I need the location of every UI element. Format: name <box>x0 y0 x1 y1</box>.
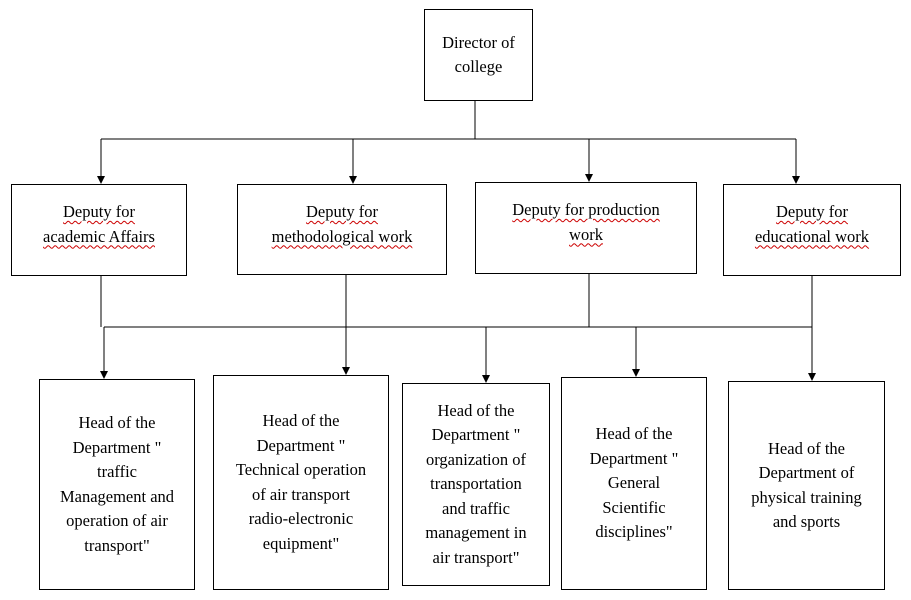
head-general-line-4: Scientific <box>602 497 666 517</box>
head-organization-line-4: transportation <box>430 474 522 494</box>
director-line-2: college <box>454 57 503 76</box>
deputy-educational-box: Deputy for educational work <box>723 184 901 276</box>
head-technical-line-3: Technical operation <box>235 460 367 479</box>
head-technical-line-6: equipment" <box>262 533 340 553</box>
deputy-methodological-line-1: Deputy for <box>306 202 378 221</box>
deputy-educational-line-1: Deputy for <box>776 202 848 221</box>
head-traffic-line-4: Management and <box>59 486 175 506</box>
head-general-line-3: General <box>607 473 661 493</box>
head-physical-line-2: Department of <box>758 463 855 482</box>
head-traffic-line-1: Head of the <box>78 413 156 432</box>
deputy-methodological-box: Deputy for methodological work <box>237 184 447 275</box>
deputy-production-line-2: work <box>569 224 603 244</box>
director-box: Director of college <box>424 9 533 101</box>
head-technical-line-5: radio-electronic <box>248 509 354 528</box>
deputy-production-box: Deputy for production work <box>475 182 697 274</box>
head-technical-line-4: of air transport <box>251 484 351 504</box>
head-technical-line-2: Department " <box>256 435 346 455</box>
head-organization-box: Head of the Department " organization of… <box>402 383 550 586</box>
head-general-line-2: Department " <box>589 448 679 468</box>
deputy-educational-line-2: educational work <box>754 226 870 246</box>
head-traffic-line-5: operation of air <box>66 511 168 530</box>
head-traffic-line-2: Department " <box>72 437 162 457</box>
director-line-1: Director of <box>442 32 515 52</box>
head-general-box: Head of the Department " General Scienti… <box>561 377 707 590</box>
head-physical-line-4: and sports <box>772 512 841 531</box>
head-physical-box: Head of the Department of physical train… <box>728 381 885 590</box>
deputy-methodological-line-2: methodological work <box>271 226 413 246</box>
head-general-line-5: disciplines" <box>595 522 673 542</box>
head-traffic-line-3: traffic <box>96 462 137 481</box>
deputy-academic-line-1: Deputy for <box>63 202 135 221</box>
head-traffic-line-6: transport" <box>84 535 150 555</box>
deputy-academic-line-2: academic Affairs <box>43 226 155 246</box>
head-technical-box: Head of the Department " Technical opera… <box>213 375 389 590</box>
head-general-line-1: Head of the <box>595 424 673 444</box>
head-organization-line-1: Head of the <box>437 400 515 420</box>
head-organization-line-5: and traffic <box>442 498 510 518</box>
head-traffic-box: Head of the Department " traffic Managem… <box>39 379 195 590</box>
head-organization-line-3: organization of <box>425 449 527 469</box>
deputy-production-line-1: Deputy for production <box>512 200 660 219</box>
head-physical-line-3: physical training <box>751 487 862 507</box>
head-physical-line-1: Head of the <box>768 438 845 458</box>
head-technical-line-1: Head of the <box>262 411 340 430</box>
head-organization-line-7: air transport" <box>432 547 520 567</box>
deputy-academic-box: Deputy for academic Affairs <box>11 184 187 276</box>
head-organization-line-2: Department " <box>431 425 521 445</box>
head-organization-line-6: management in <box>425 523 527 543</box>
